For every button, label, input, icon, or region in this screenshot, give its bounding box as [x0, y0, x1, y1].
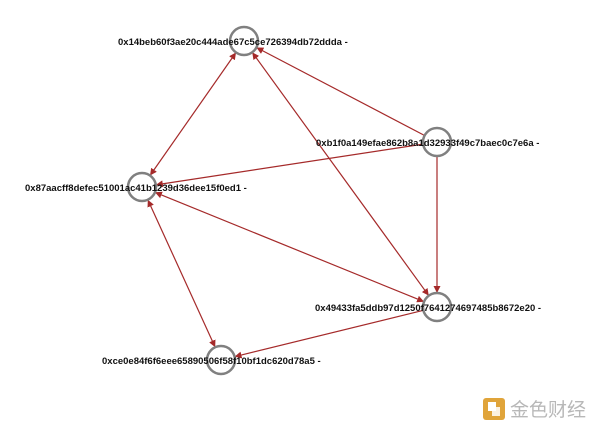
- edge-n3-n4: [154, 191, 425, 303]
- node-circle[interactable]: [421, 126, 453, 158]
- node-circle[interactable]: [421, 291, 453, 323]
- edge-n2-n1: [256, 46, 425, 137]
- graph-node[interactable]: 0xb1f0a149efae862b8a1d32933f49c7baec0c7e…: [316, 126, 539, 158]
- watermark-text: 金色财经: [510, 399, 586, 421]
- node-circle[interactable]: [126, 171, 158, 203]
- graph-node[interactable]: 0x14beb60f3ae20c444ade67c5ce726394db72dd…: [118, 25, 348, 57]
- node-label: 0xb1f0a149efae862b8a1d32933f49c7baec0c7e…: [316, 138, 539, 149]
- node-label: 0x87aacff8defec51001ac41b1239d36dee15f0e…: [25, 183, 247, 194]
- node-label: 0x49433fa5ddb97d1250f7641274697485b8672e…: [315, 303, 541, 314]
- node-circle[interactable]: [205, 344, 237, 376]
- nodes-layer: 0x14beb60f3ae20c444ade67c5ce726394db72dd…: [25, 25, 541, 376]
- edge-n1-n4: [251, 51, 430, 297]
- graph-node[interactable]: 0x49433fa5ddb97d1250f7641274697485b8672e…: [315, 291, 541, 323]
- node-circle[interactable]: [228, 25, 260, 57]
- edges-layer: [147, 46, 441, 359]
- node-label: 0xce0e84f6f6eee65890506f58f10bf1dc620d78…: [102, 356, 321, 367]
- jinse-logo-icon: [483, 398, 505, 420]
- edge-n1-n3: [149, 52, 237, 176]
- watermark: 金色财经: [483, 398, 586, 421]
- graph-node[interactable]: 0x87aacff8defec51001ac41b1239d36dee15f0e…: [25, 171, 247, 203]
- graph-node[interactable]: 0xce0e84f6f6eee65890506f58f10bf1dc620d78…: [102, 344, 321, 376]
- node-label: 0x14beb60f3ae20c444ade67c5ce726394db72dd…: [118, 37, 348, 48]
- edge-n2-n3: [155, 143, 424, 188]
- edge-n3-n5: [147, 199, 216, 348]
- edge-n4-n5: [234, 309, 424, 359]
